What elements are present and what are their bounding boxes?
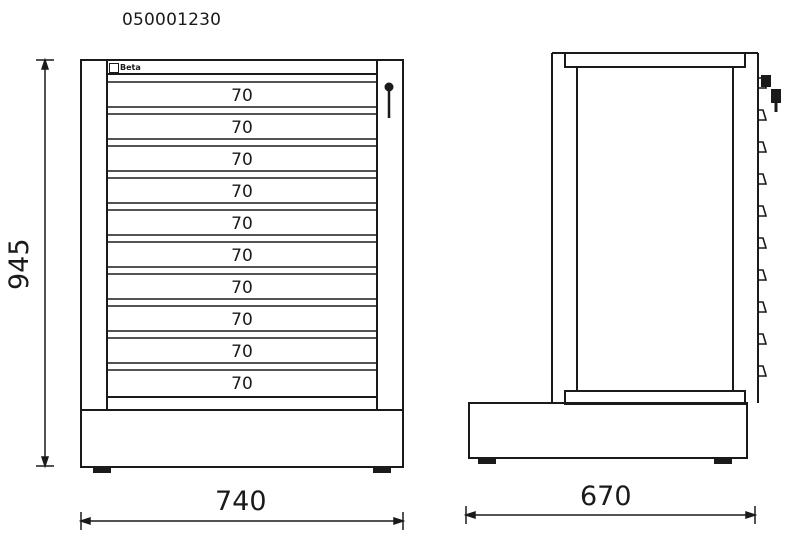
drawer-5-label: 70 — [231, 214, 253, 234]
depth-dimension-label: 670 — [580, 481, 632, 512]
drawer-7-label: 70 — [231, 278, 253, 298]
drawer-2-label: 70 — [231, 118, 253, 138]
lock-icon — [384, 82, 394, 118]
drawer-3-label: 70 — [231, 150, 253, 170]
drawer-4-label: 70 — [231, 182, 253, 202]
beta-logo-icon — [109, 63, 119, 73]
side-lock-key-icon — [761, 75, 781, 112]
drawer-6-label: 70 — [231, 246, 253, 266]
side-view-cabinet — [468, 52, 759, 464]
front-view-drawers — [107, 81, 377, 371]
brand-logo: Beta — [109, 63, 141, 73]
dimension-lines — [36, 57, 758, 530]
drawer-8-label: 70 — [231, 310, 253, 330]
drawer-9-label: 70 — [231, 342, 253, 362]
drawer-labels: 70 70 70 70 70 70 70 70 70 70 — [107, 0, 377, 546]
side-view-handles — [758, 77, 768, 377]
height-dimension-label: 945 — [4, 238, 35, 290]
drawer-1-label: 70 — [231, 86, 253, 106]
drawer-10-label: 70 — [231, 374, 253, 394]
width-dimension-label: 740 — [215, 486, 267, 517]
product-code: 050001230 — [122, 10, 222, 30]
